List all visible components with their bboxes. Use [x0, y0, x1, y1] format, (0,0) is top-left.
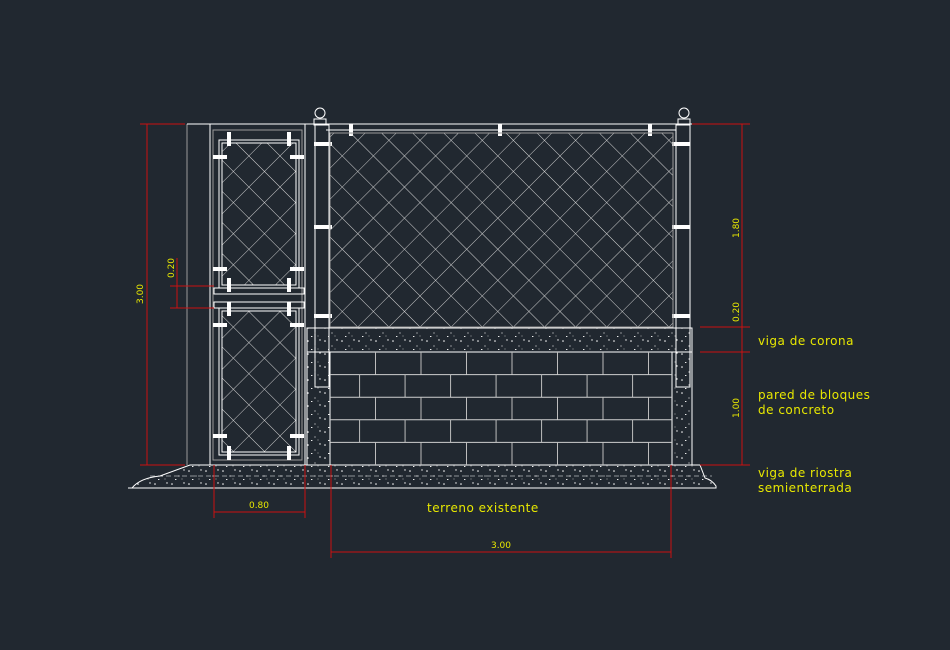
concrete-block-wall: [329, 351, 673, 466]
viga-riostra-slab: [128, 464, 717, 489]
dim-beam-height: 0.20: [732, 302, 742, 322]
dim-fence-width: 3.00: [491, 541, 511, 551]
dim-gate-gap: 0.20: [167, 258, 177, 278]
label-pared-line2: de concreto: [758, 403, 835, 417]
viga-corona-beam: [306, 327, 693, 353]
dim-total-height: 3.00: [136, 284, 146, 304]
post-cap-left: [314, 107, 326, 119]
dim-mesh-height: 1.80: [732, 218, 742, 238]
chain-link-mesh-panel: [326, 129, 676, 328]
post-cap-right: [678, 107, 690, 119]
label-riostra-line2: semienterrada: [758, 481, 852, 495]
dimension-lines: [140, 123, 750, 558]
dim-wall-height: 1.00: [732, 398, 742, 418]
dim-gate-width: 0.80: [249, 501, 269, 511]
label-viga-corona: viga de corona: [758, 334, 854, 348]
label-pared-line1: pared de bloques: [758, 388, 870, 402]
label-terreno: terreno existente: [427, 501, 539, 515]
column-right: [671, 351, 693, 466]
gate: [209, 123, 306, 466]
column-left: [306, 351, 331, 466]
label-riostra-line1: viga de riostra: [758, 466, 852, 480]
